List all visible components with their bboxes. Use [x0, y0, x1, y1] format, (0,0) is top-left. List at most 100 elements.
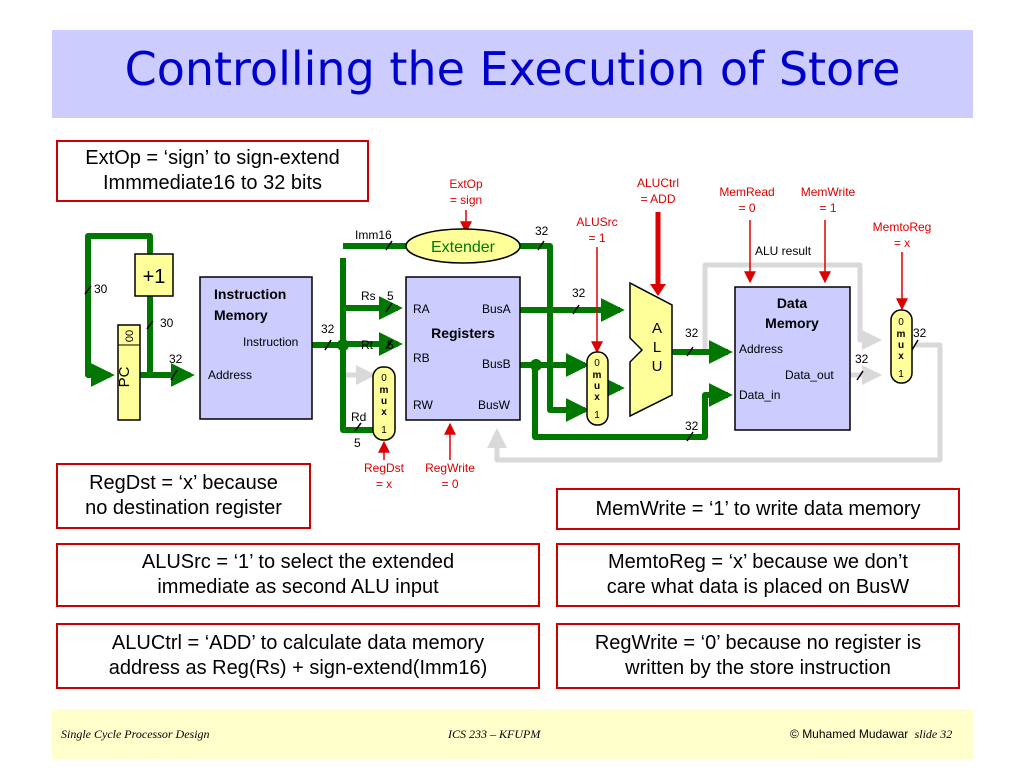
label-rt: Rt — [361, 338, 374, 352]
ctrl-memread-2: = 0 — [738, 201, 755, 215]
svg-text:1: 1 — [594, 410, 600, 421]
ctrl-memwrite-1: MemWrite — [801, 185, 856, 199]
alu-label-l: L — [653, 339, 661, 356]
svg-text:1: 1 — [381, 425, 387, 436]
wire-junctions — [337, 339, 542, 371]
ctrl-regwrite-2: = 0 — [441, 477, 458, 491]
imem-title-2: Memory — [214, 307, 268, 323]
svg-text:u: u — [898, 340, 904, 351]
footer-course-topic: Single Cycle Processor Design — [61, 727, 210, 741]
extender — [405, 228, 521, 264]
label-rd: Rd — [351, 410, 366, 424]
width-30-a: 30 — [94, 282, 108, 296]
reg-rw: RW — [413, 398, 433, 412]
alu-label-u: U — [652, 358, 663, 375]
svg-text:x: x — [898, 351, 904, 362]
extender-label: Extender — [431, 239, 496, 256]
label-rs-width: 5 — [387, 289, 394, 303]
reg-title: Registers — [431, 325, 495, 341]
width-32-h: 32 — [913, 326, 927, 340]
width-32-e: 32 — [685, 326, 699, 340]
svg-text:0: 0 — [898, 317, 904, 328]
slide-number: slide 32 — [914, 727, 953, 741]
width-32-a: 32 — [169, 352, 183, 366]
ctrl-memwrite-2: = 1 — [819, 201, 836, 215]
ctrl-alusrc-1: ALUSrc — [576, 215, 617, 229]
width-32-c: 32 — [535, 224, 549, 238]
incrementer-label: +1 — [143, 266, 166, 288]
footer: Single Cycle Processor Design ICS 233 – … — [52, 709, 973, 759]
ctrl-aluctrl-1: ALUCtrl — [637, 176, 679, 190]
imem-instruction: Instruction — [243, 335, 298, 349]
reg-busb: BusB — [482, 357, 511, 371]
reg-ra: RA — [413, 302, 430, 316]
memtoreg-mux-labels: 0 m u x 1 — [897, 317, 906, 380]
memtoreg-mux — [890, 309, 913, 384]
footer-course-code: ICS 233 – KFUPM — [448, 727, 541, 741]
svg-text:m: m — [380, 385, 389, 396]
note-aluctrl: ALUCtrl = ‘ADD’ to calculate data memory… — [56, 623, 540, 689]
dmem-title-1: Data — [777, 295, 808, 311]
reg-busa: BusA — [482, 302, 511, 316]
ctrl-aluctrl-2: = ADD — [640, 192, 675, 206]
svg-text:0: 0 — [381, 373, 387, 384]
imem-address: Address — [208, 368, 252, 382]
footer-author: © Muhamed Mudawar slide 32 — [790, 727, 952, 742]
label-rs: Rs — [361, 289, 376, 303]
ctrl-memtoreg-1: MemtoReg — [873, 220, 932, 234]
pc-register — [117, 324, 141, 421]
reg-rb: RB — [413, 351, 430, 365]
instruction-memory — [199, 276, 313, 420]
svg-text:u: u — [594, 381, 600, 392]
wire-labels: Imm16 Rs 5 Rt 5 Rd 5 ALU result 30 30 32… — [94, 224, 927, 450]
ctrl-alusrc-2: = 1 — [588, 231, 605, 245]
width-32-g: 32 — [855, 352, 869, 366]
alusrc-mux — [586, 351, 609, 426]
label-alu-result: ALU result — [755, 244, 812, 258]
svg-text:m: m — [593, 370, 602, 381]
register-file — [405, 276, 521, 421]
width-32-d: 32 — [572, 286, 586, 300]
ctrl-regwrite-1: RegWrite — [425, 461, 475, 475]
label-rd-width: 5 — [354, 436, 361, 450]
ctrl-memread-1: MemRead — [719, 185, 774, 199]
control-arrows — [378, 210, 908, 460]
incrementer — [134, 253, 174, 297]
ctrl-regdst-2: = x — [376, 477, 392, 491]
dmem-title-2: Memory — [765, 315, 819, 331]
ctrl-regdst-1: RegDst — [364, 461, 405, 475]
pc-label: PC — [116, 366, 133, 387]
svg-text:u: u — [381, 396, 387, 407]
imem-title-1: Instruction — [214, 286, 286, 302]
label-rt-width: 5 — [387, 338, 394, 352]
svg-text:x: x — [594, 392, 600, 403]
note-memwrite: MemWrite = ‘1’ to write data memory — [556, 488, 960, 530]
alusrc-mux-labels: 0 m u x 1 — [593, 358, 602, 421]
ctrl-extop-1: ExtOp — [449, 177, 483, 191]
width-32-f: 32 — [685, 419, 699, 433]
copyright-symbol: © — [790, 727, 799, 741]
label-imm16: Imm16 — [355, 228, 392, 242]
author-name: Muhamed Mudawar — [802, 727, 909, 741]
title-bar: Controlling the Execution of Store — [52, 30, 973, 118]
reg-busw: BusW — [478, 398, 511, 412]
width-32-b: 32 — [321, 322, 335, 336]
aluctrl-arrowhead — [650, 284, 666, 296]
regdst-mux-labels: 0 m u x 1 — [380, 373, 389, 436]
alu — [629, 281, 673, 418]
svg-text:x: x — [381, 407, 387, 418]
bus-slashes — [84, 240, 919, 442]
slide-title: Controlling the Execution of Store — [124, 42, 901, 96]
dmem-address: Address — [739, 342, 783, 356]
svg-text:1: 1 — [898, 369, 904, 380]
pc-low-bits: 00 — [124, 330, 136, 342]
svg-text:m: m — [897, 329, 906, 340]
svg-text:0: 0 — [594, 358, 600, 369]
regdst-mux — [372, 366, 396, 441]
